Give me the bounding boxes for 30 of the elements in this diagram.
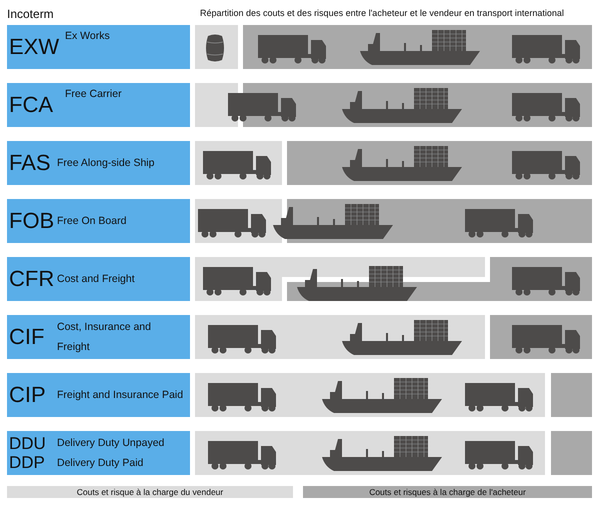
incoterm-box: [7, 83, 190, 127]
incoterm-code: CIP: [9, 382, 47, 408]
column-heading: Incoterm: [7, 6, 54, 23]
incoterm-box: [7, 431, 190, 475]
incoterm-name: Freight and Insurance Paid: [57, 388, 184, 403]
incoterm-name: Cost and Freight: [57, 272, 136, 287]
incoterm-box: [7, 25, 190, 69]
incoterm-code: FOB: [9, 208, 56, 234]
incoterm-name: Delivery Duty Paid: [57, 456, 144, 471]
incoterm-code: FAS: [9, 150, 52, 176]
incoterm-name: Ex Works: [65, 29, 111, 44]
incoterm-code: CIF: [9, 324, 46, 350]
incoterm-box: [7, 199, 190, 243]
legend-label: Couts et risques à la charge de l'acheteur: [368, 486, 527, 498]
incoterm-box: [7, 141, 190, 185]
incoterm-name: Free On Board: [57, 214, 128, 229]
incoterm-box: [7, 315, 190, 359]
legend-label: Couts et risque à la charge du vendeur: [76, 486, 224, 498]
incoterm-box: [7, 373, 190, 417]
incoterm-code: FCA: [9, 92, 54, 118]
incoterm-name: Free Along-side Ship: [57, 156, 156, 171]
incoterm-name: Free Carrier: [65, 87, 123, 102]
incoterm-code: CFR: [9, 266, 56, 292]
incoterm-code: DDP: [9, 453, 46, 472]
incoterm-name: Delivery Duty Unpayed: [57, 436, 166, 451]
incoterm-box: [7, 257, 190, 301]
incoterm-code: EXW: [9, 34, 57, 60]
chart-title: Répartition des couts et des risques entre l'acheteur et le vendeur en transport international: [200, 7, 564, 20]
incoterm-name: Cost, Insurance and Freight: [57, 320, 152, 355]
incoterm-code: DDU: [9, 434, 47, 453]
